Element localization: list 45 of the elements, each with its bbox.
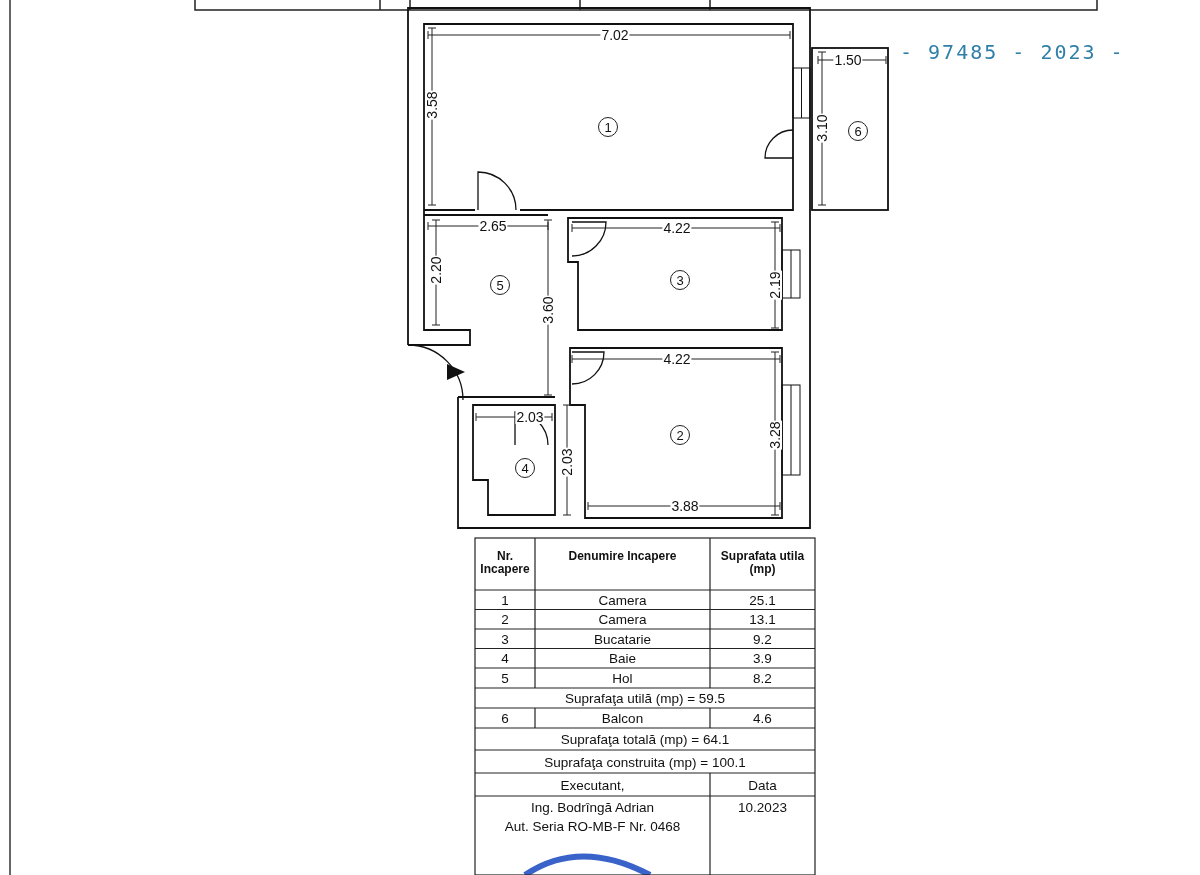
column-header: Suprafata utila (mp) <box>719 550 806 577</box>
column-header: Denumire Incapere <box>567 550 678 564</box>
table-text: 25.1 <box>749 593 776 608</box>
table-text: Aut. Seria RO-MB-F Nr. 0468 <box>504 820 681 834</box>
dimension-label: 3.60 <box>541 295 555 325</box>
table-text: 10.2023 <box>738 801 787 815</box>
table-text: Suprafaţa utilă (mp) = 59.5 <box>564 692 726 706</box>
room-number: 5 <box>490 275 510 295</box>
table-text: 4.6 <box>753 712 772 726</box>
handwritten-number: - 97485 - 2023 - <box>900 42 1125 62</box>
dimension-label: 3.28 <box>768 420 782 450</box>
room-number: 4 <box>515 458 535 478</box>
dimension-label: 2.03 <box>560 447 574 477</box>
room-number: 1 <box>598 117 618 137</box>
dimension-label: 2.19 <box>768 270 782 300</box>
dimension-label: 7.02 <box>600 28 630 42</box>
table-text: Balcon <box>601 712 644 726</box>
table-text: Baie <box>609 652 636 666</box>
table-text: Camera <box>598 613 647 627</box>
table-text: Suprafaţa totală (mp) = 64.1 <box>560 733 730 747</box>
room-number: 2 <box>670 425 690 445</box>
dimension-label: 4.22 <box>662 352 692 366</box>
table-text: 9.2 <box>753 632 772 647</box>
room-number: 6 <box>848 121 868 141</box>
table-text: 13.1 <box>749 613 776 627</box>
table-text: Ing. Bodrîngă Adrian <box>530 801 655 815</box>
table-text: 4 <box>501 652 509 666</box>
table-text: Executant, <box>560 778 625 792</box>
room-number: 3 <box>670 270 690 290</box>
dimension-label: 3.58 <box>425 90 439 120</box>
table-text: 5 <box>501 671 509 686</box>
dimension-label: 2.20 <box>429 255 443 285</box>
table-text: 3.9 <box>753 652 772 666</box>
table-text: 6 <box>501 712 509 726</box>
table-text: 1 <box>501 593 509 608</box>
table-text: Hol <box>612 671 633 686</box>
column-header: Nr. Incapere <box>479 550 531 577</box>
table-text: 3 <box>501 632 509 647</box>
table-text: Data <box>748 778 777 792</box>
table-text: Bucatarie <box>594 632 651 647</box>
table-text: Suprafaţa construita (mp) = 100.1 <box>544 755 746 769</box>
dimension-label: 3.10 <box>815 113 829 143</box>
table-text: 8.2 <box>753 671 772 686</box>
table-text: Camera <box>598 593 647 608</box>
table-text: 2 <box>501 613 509 627</box>
